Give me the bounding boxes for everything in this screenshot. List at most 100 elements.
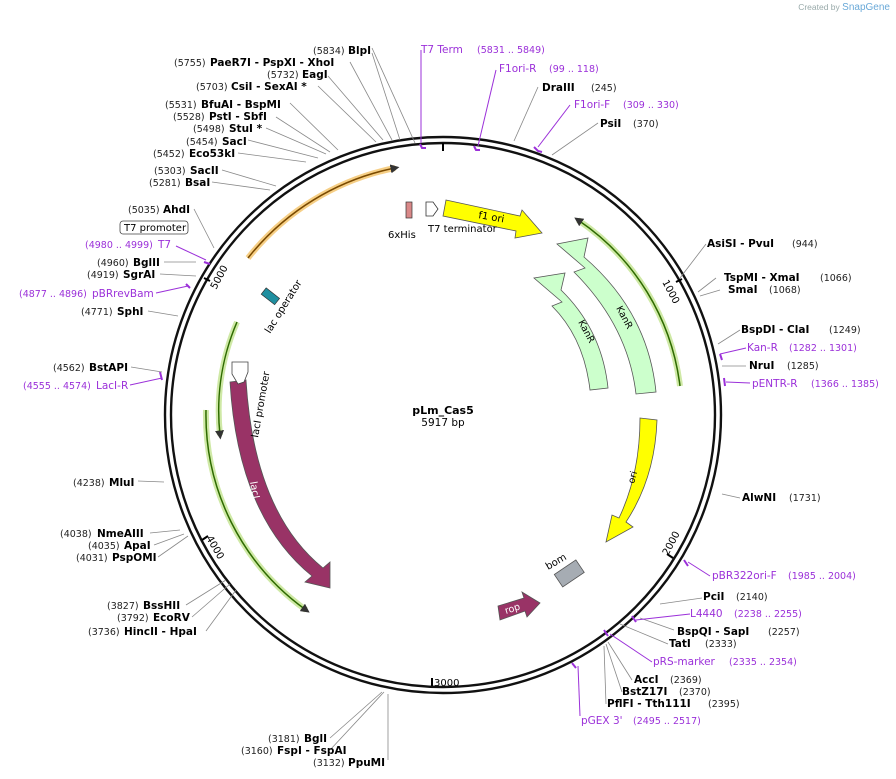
site-stui-pos: (5498) (193, 124, 225, 135)
feature-ori[interactable]: ori (605, 417, 658, 543)
site-bsai-pos: (5281) (149, 178, 181, 189)
site-bstz17i: BstZ17I (622, 686, 667, 698)
site-eagi-pos: (5732) (267, 70, 299, 81)
primer-prs-marker: pRS-marker (653, 656, 716, 668)
site-nmeaiii: NmeAIII (97, 528, 144, 540)
primer-t7-term: T7 Term (420, 44, 463, 56)
primer-marks (159, 143, 726, 669)
primer-laci-r-range: (4555 .. 4574) (23, 381, 91, 392)
site-blpi: BlpI (348, 45, 371, 57)
site-bsshii: BssHII (143, 600, 180, 612)
site-bsai: BsaI (185, 177, 210, 189)
site-tati: TatI (669, 638, 691, 650)
site-sacii: SacII (190, 165, 219, 177)
site-sacii-pos: (5303) (154, 166, 186, 177)
site-blpi-pos: (5834) (313, 46, 345, 57)
site-sphi: SphI (117, 306, 143, 318)
feature-t7-promoter[interactable]: T7 promoter (119, 220, 189, 235)
site-pspomi: PspOMI (112, 552, 157, 564)
created-by-text: Created by (798, 2, 840, 12)
site-sexai: CsiI - SexAI * (231, 81, 307, 93)
feature-bom[interactable]: bom (544, 552, 585, 588)
feature-t7-terminator[interactable]: T7 terminator (425, 201, 498, 235)
site-bspdi-clai-pos: (1249) (829, 325, 861, 336)
site-sgrai: SgrAI (123, 269, 155, 281)
primer-laci-r: LacI-R (96, 380, 128, 392)
primer-f1ori-f-range: (309 .. 330) (623, 100, 679, 111)
site-alwni: AlwNI (742, 492, 776, 504)
site-tspmi-xmai-pos: (1066) (820, 273, 852, 284)
t7-promoter-label: T7 promoter (123, 223, 187, 234)
orf-arc-lower (202, 409, 308, 613)
site-pcii: PciI (703, 591, 724, 603)
site-nmeaiii-pos: (4038) (60, 529, 92, 540)
feature-kanr-outer[interactable]: KanR (556, 237, 657, 395)
site-eagi: EagI (302, 69, 328, 81)
site-asisi-pvui-pos: (944) (792, 239, 818, 250)
site-bgli-pos: (3181) (268, 734, 300, 745)
site-stui: StuI * (229, 123, 263, 135)
site-smai: SmaI (728, 284, 758, 296)
feature-rop[interactable]: rop (497, 591, 541, 621)
site-bstapi-pos: (4562) (53, 363, 85, 374)
primer-labels: T7 Term (5831 .. 5849) F1ori-R (99 .. 11… (19, 44, 879, 727)
site-xhoi-pos: (5755) (174, 58, 206, 69)
orf-arc-top (245, 165, 396, 260)
feature-6xhis[interactable]: 6xHis (388, 201, 416, 241)
site-fspai-pos: (3160) (241, 746, 273, 757)
site-sbfi: PstI - SbfI (209, 111, 267, 123)
sites-left: (5755) PaeR7I - PspXI - XhoI (5732) EagI… (53, 57, 385, 769)
site-bsshii-pos: (3827) (107, 601, 139, 612)
primer-pbrrevbam-range: (4877 .. 4896) (19, 289, 87, 300)
site-bspmi-pos: (5531) (165, 100, 197, 111)
site-tspmi-xmai: TspMI - XmaI (724, 272, 800, 284)
primer-f1ori-r-range: (99 .. 118) (549, 64, 599, 75)
lac-operator-label: lac operator (263, 278, 305, 336)
site-eco53ki: Eco53kI (189, 148, 235, 160)
primer-kan-r: Kan-R (747, 342, 778, 354)
plasmid-name: pLm_Cas5 (412, 404, 474, 417)
laci-promoter-label: lacI promoter (250, 370, 273, 439)
ori-label: ori (626, 470, 640, 485)
primer-pentr-r-range: (1366 .. 1385) (811, 379, 879, 390)
site-eco53ki-pos: (5452) (153, 149, 185, 160)
site-bspqi-sapi-pos: (2257) (768, 627, 800, 638)
snapgene-logo: SnapGene (842, 2, 890, 13)
site-bstapi: BstAPI (89, 362, 128, 374)
site-sbfi-pos: (5528) (173, 112, 205, 123)
f1-ori-label: f1 ori (477, 210, 505, 225)
site-sphi-pos: (4771) (81, 307, 113, 318)
site-hpai: HincII - HpaI (124, 626, 197, 638)
tick-2000: 2000 (661, 530, 683, 558)
site-pspomi-pos: (4031) (76, 553, 108, 564)
site-ahdi: AhdI (163, 204, 190, 216)
site-bspdi-clai: BspDI - ClaI (741, 324, 809, 336)
feature-laci[interactable]: lacI (229, 379, 331, 589)
primer-f1ori-f: F1ori-F (574, 99, 610, 111)
site-bgli: BglI (304, 733, 327, 745)
site-acci: AccI (634, 674, 658, 686)
feature-f1-ori[interactable]: f1 ori (442, 199, 543, 239)
primer-t7-term-range: (5831 .. 5849) (477, 45, 545, 56)
site-ecorv-pos: (3792) (117, 613, 149, 624)
site-bstz17i-pos: (2370) (679, 687, 711, 698)
site-alwni-pos: (1731) (789, 493, 821, 504)
site-nrui-pos: (1285) (787, 361, 819, 372)
site-bglii: BglII (133, 257, 160, 269)
site-mlui-pos: (4238) (73, 478, 105, 489)
rop-label: rop (504, 602, 522, 617)
plasmid-size: 5917 bp (421, 417, 465, 429)
site-fspai: FspI - FspAI (277, 745, 347, 757)
tick-5000: 5000 (209, 264, 231, 292)
site-ahdi-pos: (5035) (128, 205, 160, 216)
site-hpai-pos: (3736) (88, 627, 120, 638)
site-sexai-pos: (5703) (196, 82, 228, 93)
feature-lac-operator[interactable]: lac operator (260, 278, 305, 336)
primer-l4440-range: (2238 .. 2255) (734, 609, 802, 620)
primer-prs-marker-range: (2335 .. 2354) (729, 657, 797, 668)
site-ecorv: EcoRV (153, 612, 191, 624)
site-ppumi: PpuMI (348, 757, 385, 769)
orf-arc-kanr-line (574, 217, 681, 387)
tick-1000: 1000 (659, 278, 681, 306)
